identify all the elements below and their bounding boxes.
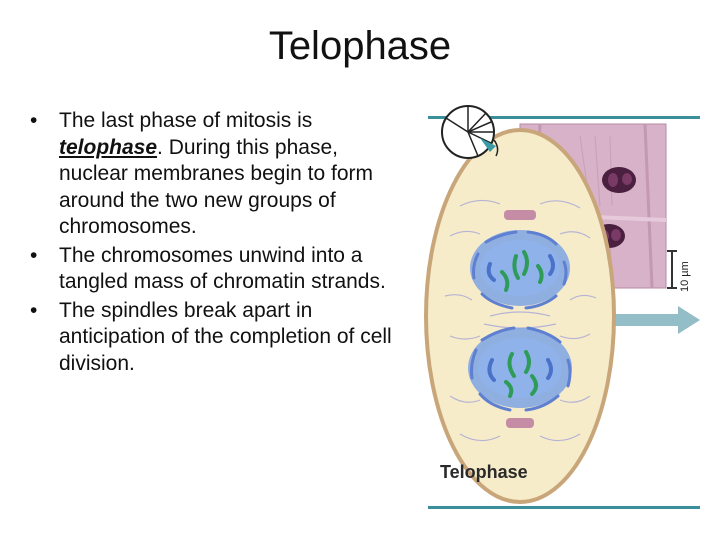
- spindle-fibers: [444, 199, 597, 442]
- cell-diagram: [424, 128, 616, 504]
- scale-bar: 10 µm: [667, 250, 691, 292]
- telophase-illustration: 10 µm: [424, 105, 700, 509]
- bullet-1-text-start: The last phase of mitosis is: [59, 109, 313, 132]
- arrow-icon: [610, 306, 700, 334]
- top-rule: [428, 116, 700, 119]
- bullet-3-text: The spindles break apart in anticipation…: [59, 298, 392, 375]
- centrosome-bottom: [506, 418, 534, 428]
- telophase-figure: 10 µm: [420, 96, 720, 516]
- bullet-item-1: • The last phase of mitosis is telophase…: [30, 108, 400, 241]
- bullet-1-text-end: . During this phase, nuclear membranes b…: [59, 135, 373, 239]
- slide-title: Telophase: [268, 24, 452, 68]
- bullet-2-text: The chromosomes unwind into a tangled ma…: [59, 243, 386, 294]
- bullet-1-term: telophase: [59, 135, 158, 159]
- bullet-marker: •: [30, 243, 38, 267]
- bullet-list: • The last phase of mitosis is telophase…: [30, 108, 400, 379]
- bullet-item-3: • The spindles break apart in anticipati…: [30, 298, 400, 378]
- chromosomes: [500, 250, 544, 398]
- figure-caption: Telophase: [440, 462, 528, 482]
- scale-bar-label: 10 µm: [679, 261, 691, 292]
- bottom-rule: [428, 506, 700, 509]
- bullet-marker: •: [30, 298, 38, 322]
- centrosome-top: [504, 210, 536, 220]
- phase-clock-icon: [441, 105, 499, 159]
- bullet-marker: •: [30, 109, 38, 132]
- bullet-item-2: • The chromosomes unwind into a tangled …: [30, 243, 400, 296]
- cell-membrane: [424, 128, 616, 504]
